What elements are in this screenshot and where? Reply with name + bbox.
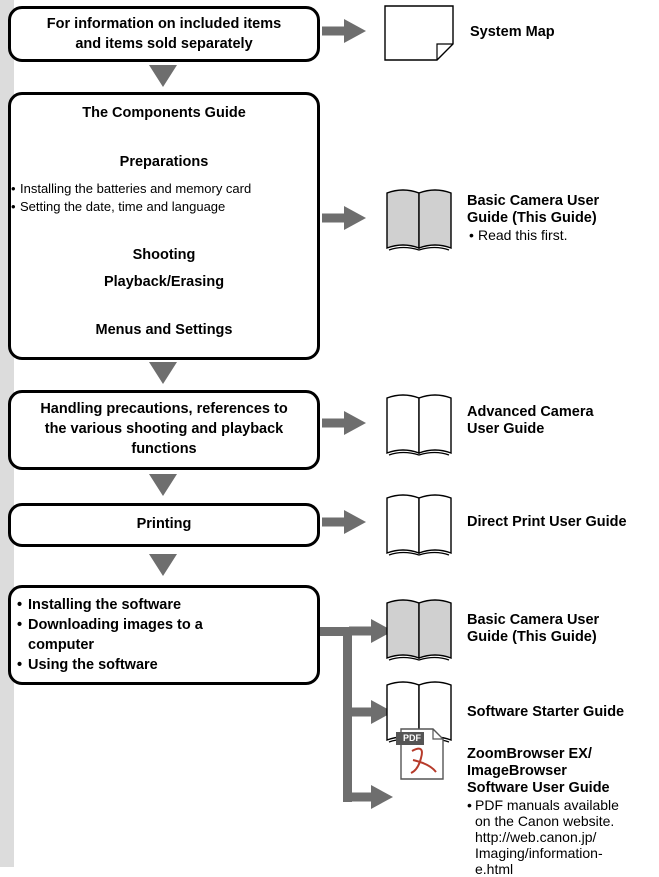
flow-box-printing: Printing xyxy=(8,503,320,547)
down-arrow-2 xyxy=(149,362,177,384)
precautions-line-3: functions xyxy=(131,441,197,457)
note-bullet: • xyxy=(467,797,472,813)
book-icon-direct-print xyxy=(386,494,452,556)
right-arrow-3 xyxy=(322,411,366,435)
software-item-download: Downloading images to a computer xyxy=(17,615,267,655)
flow-box-included-items: For information on included items and it… xyxy=(8,6,320,62)
software-item-using: Using the software xyxy=(17,655,267,675)
zoombrowser-title-line-3: Software User Guide xyxy=(467,780,610,796)
software-item-install: Installing the software xyxy=(17,595,267,615)
branch-vertical xyxy=(343,627,352,802)
basic-guide-note: Read this first. xyxy=(469,227,657,244)
playback-heading: Playback/Erasing xyxy=(103,274,225,290)
zoombrowser-guide-label: ZoomBrowser EX/ ImageBrowser Software Us… xyxy=(467,746,657,877)
pdf-icon xyxy=(396,728,444,780)
basic-guide-2-line-1: Basic Camera User xyxy=(467,612,600,628)
basic-guide-title-line-2: Guide (This Guide) xyxy=(467,210,597,226)
zoombrowser-title-line-2: ImageBrowser xyxy=(467,763,567,779)
precautions-line-1: Handling precautions, references to xyxy=(40,401,288,417)
zoombrowser-title-line-1: ZoomBrowser EX/ xyxy=(467,746,592,762)
components-guide-title: The Components Guide xyxy=(82,105,246,121)
sheet-icon xyxy=(384,5,454,61)
branch-arrow-3 xyxy=(349,785,393,809)
flow-box-components-guide xyxy=(8,92,320,360)
down-arrow-1 xyxy=(149,65,177,87)
right-arrow-4 xyxy=(322,510,366,534)
right-arrow-1 xyxy=(322,19,366,43)
menus-heading: Menus and Settings xyxy=(95,322,233,338)
preparations-heading: Preparations xyxy=(119,154,209,170)
pdf-note-url-line-3: e.html xyxy=(475,861,514,877)
branch-connector xyxy=(318,627,348,636)
pdf-availability-note: • PDF manuals available on the Canon web… xyxy=(467,797,657,877)
book-icon-advanced xyxy=(386,394,452,456)
precautions-line-2: the various shooting and playback xyxy=(44,421,284,437)
pdf-note-line-2: on the Canon website. xyxy=(475,813,615,829)
advanced-guide-label: Advanced Camera User Guide xyxy=(467,404,657,438)
basic-guide-2-line-2: Guide (This Guide) xyxy=(467,629,597,645)
prep-item-batteries: Installing the batteries and memory card xyxy=(11,180,319,198)
basic-guide-title-line-1: Basic Camera User xyxy=(467,193,600,209)
down-arrow-3 xyxy=(149,474,177,496)
pdf-note-url-line-1: http://web.canon.jp/ xyxy=(475,829,597,845)
pdf-icon-label: PDF xyxy=(403,733,421,743)
prep-item-date-time: Setting the date, time and language xyxy=(11,198,319,216)
book-icon-gray-2 xyxy=(386,599,452,661)
software-list: Installing the software Downloading imag… xyxy=(17,595,267,675)
basic-guide-label-1: Basic Camera User Guide (This Guide) Rea… xyxy=(467,193,657,244)
included-items-line-1: For information on included items xyxy=(46,16,282,32)
basic-guide-note-list: Read this first. xyxy=(469,227,657,244)
preparations-list: Installing the batteries and memory card… xyxy=(11,180,319,216)
included-items-line-2: and items sold separately xyxy=(75,36,253,52)
system-map-label: System Map xyxy=(470,24,555,40)
advanced-guide-line-2: User Guide xyxy=(467,421,545,437)
book-icon-gray-1 xyxy=(386,189,452,251)
flow-box-handling-precautions: Handling precautions, references to the … xyxy=(8,390,320,470)
pdf-note-url-line-2: Imaging/information- xyxy=(475,845,603,861)
advanced-guide-line-1: Advanced Camera xyxy=(467,404,594,420)
down-arrow-4 xyxy=(149,554,177,576)
direct-print-guide-label: Direct Print User Guide xyxy=(467,514,627,530)
flow-box-software: Installing the software Downloading imag… xyxy=(8,585,320,685)
pdf-note-line-1: PDF manuals available xyxy=(475,797,619,813)
printing-label: Printing xyxy=(136,516,192,532)
shooting-heading: Shooting xyxy=(132,247,196,263)
software-starter-guide-label: Software Starter Guide xyxy=(467,704,625,720)
basic-guide-label-2: Basic Camera User Guide (This Guide) xyxy=(467,612,657,646)
right-arrow-2 xyxy=(322,206,366,230)
